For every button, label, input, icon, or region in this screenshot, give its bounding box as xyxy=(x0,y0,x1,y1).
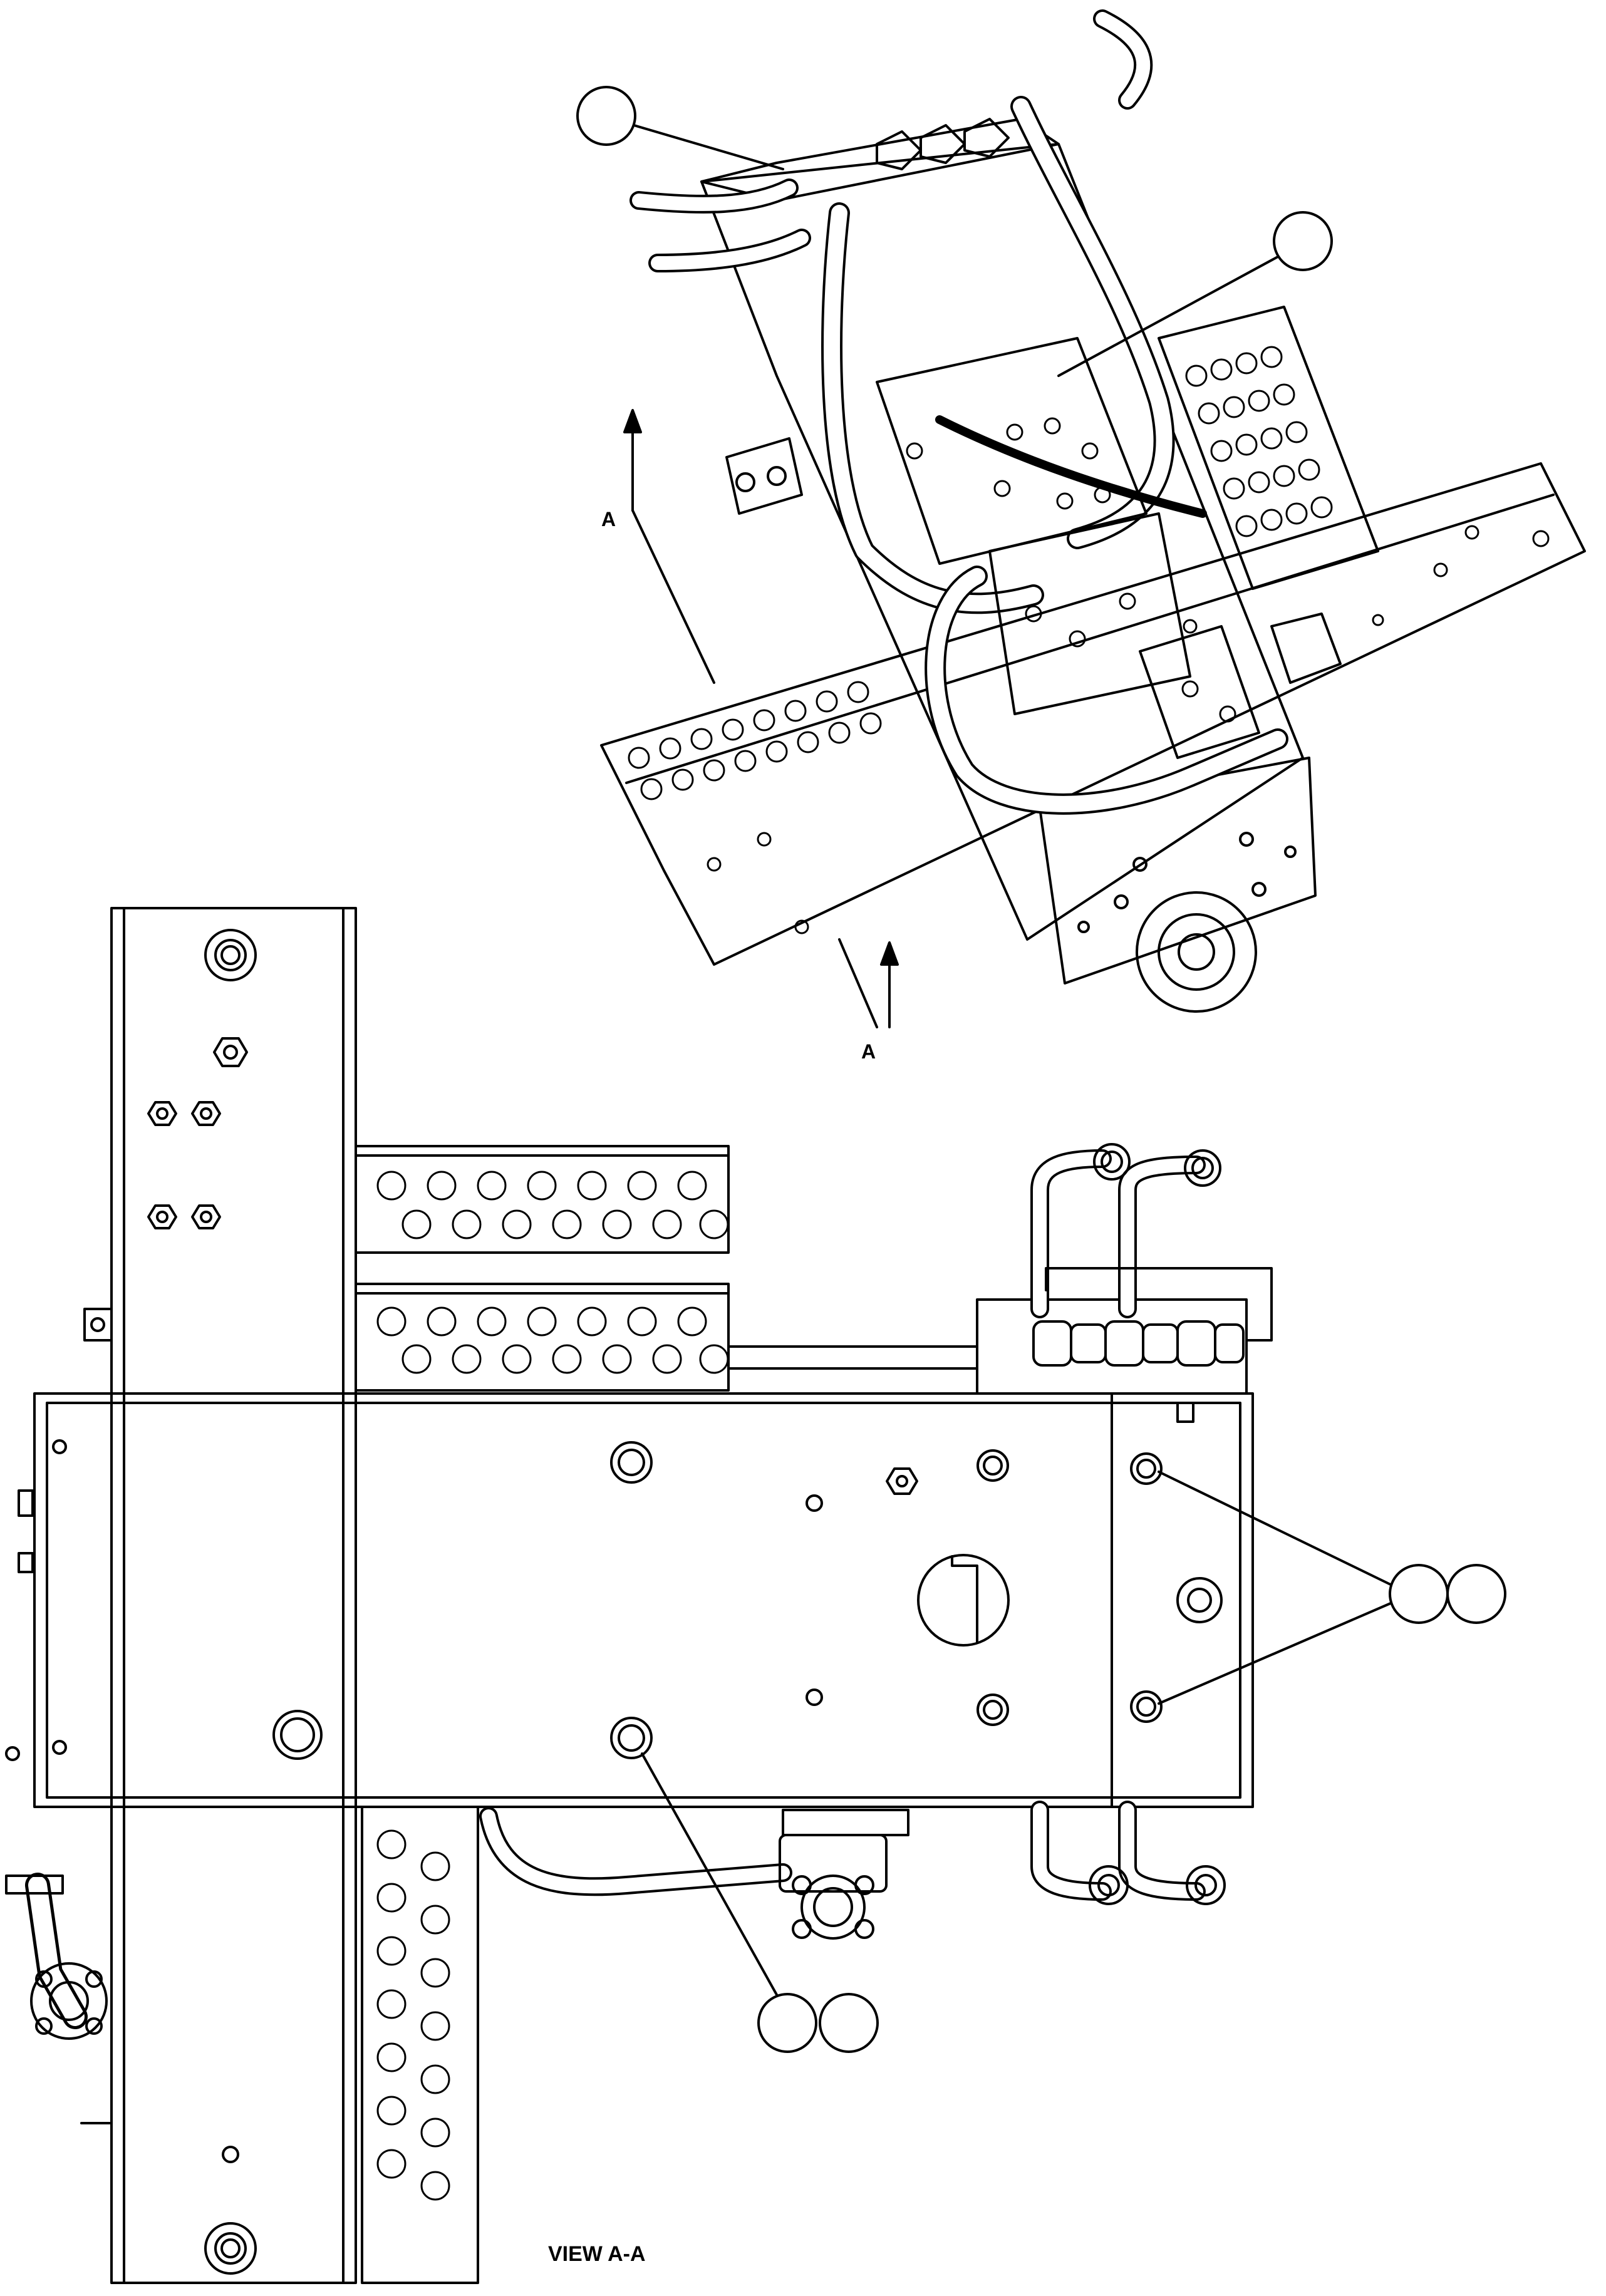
perforated-strip-lower xyxy=(361,1806,479,2284)
plate-bore xyxy=(917,1554,1010,1647)
drive-coupling xyxy=(1136,891,1257,1013)
perforated-channel-upper-1 xyxy=(355,1145,730,1254)
view-title: VIEW A-A xyxy=(548,2242,646,2266)
callout-5 xyxy=(641,1752,817,2053)
section-arrow-a-right: A xyxy=(838,938,899,1063)
perforated-channel-upper-2 xyxy=(355,1283,730,1392)
callout-2 xyxy=(1057,211,1333,377)
hydraulic-tube-2 xyxy=(1010,96,1175,549)
callout-1 xyxy=(576,86,784,170)
beam-holes-left xyxy=(628,681,882,800)
hydraulic-motor xyxy=(779,1834,888,1893)
callout-6 xyxy=(819,1993,879,2053)
view-a-a xyxy=(5,907,1273,2284)
beam-holes-right xyxy=(1185,346,1333,537)
left-flange xyxy=(30,1962,108,2040)
channel-boss-bottom xyxy=(204,2222,257,2275)
plate-boss-1 xyxy=(610,1441,653,1484)
section-label-a: A xyxy=(601,508,616,530)
isometric-assembly xyxy=(600,9,1586,1013)
perforated-beam-right xyxy=(1158,306,1379,590)
channel-boss-top xyxy=(204,929,257,981)
hose-line xyxy=(935,415,1207,518)
section-label-a: A xyxy=(861,1040,876,1063)
tube-upper-1 xyxy=(1030,1149,1112,1318)
section-arrow-a-left: A xyxy=(601,409,715,684)
plate-boss-2 xyxy=(610,1717,653,1759)
valve-manifold xyxy=(876,337,1148,565)
callout-4 xyxy=(1446,1564,1506,1624)
fitting-block xyxy=(976,1298,1248,1395)
valve-block-body xyxy=(700,143,1304,941)
fitting-row xyxy=(1032,1320,1245,1367)
transverse-channel xyxy=(600,462,1586,966)
callout-3 xyxy=(1158,1471,1449,1705)
main-plate xyxy=(33,1392,1254,1808)
tube-upper-2 xyxy=(1118,1156,1206,1318)
